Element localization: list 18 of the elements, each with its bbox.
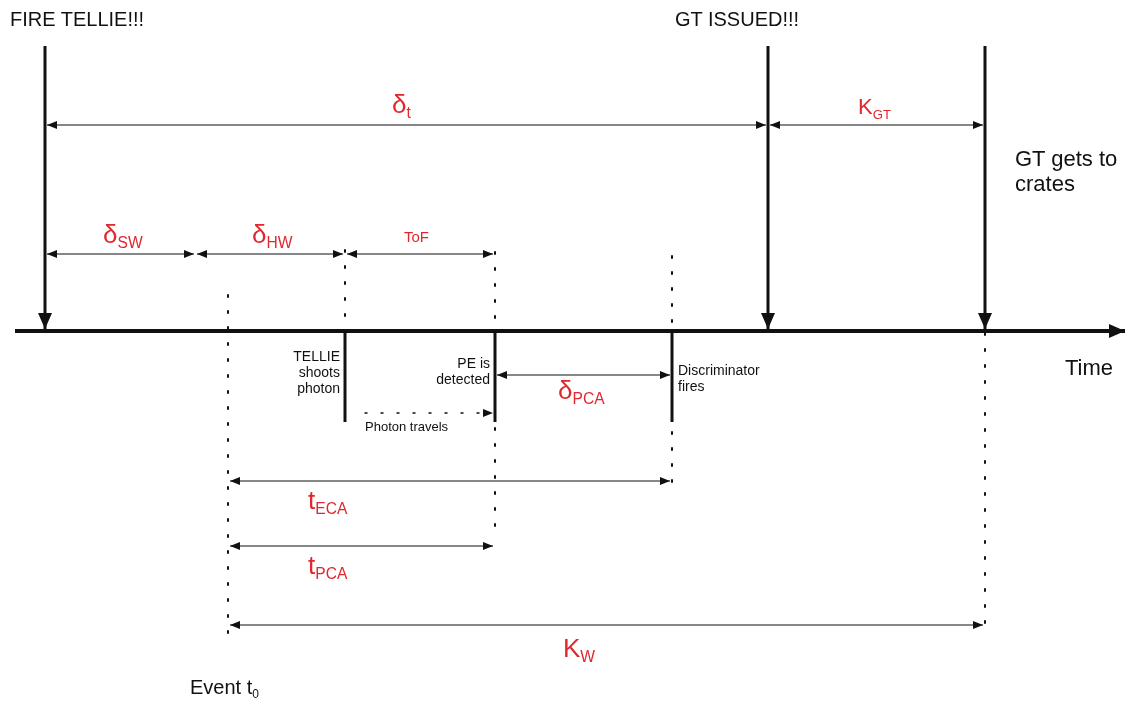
note-text: Photon travels [365,420,449,435]
interval-label: K$_{W}$ [563,634,596,667]
interval-label: K$_{GT}$ [858,94,891,122]
interval-label: t$_{ECA}$ [308,486,348,519]
interval-label: δ$_{SW}$ [103,220,143,253]
axis-label: Time [1065,355,1114,381]
event-label: PE is detected [435,355,490,388]
interval-label: δ$_{HW}$ [252,220,293,253]
interval-label: t$_{PCA}$ [308,551,348,584]
event-label: Discriminator fires [678,362,761,395]
interval-label: δ$_{t}$ [392,90,411,123]
event-label: FIRE TELLIE!!! [10,8,145,31]
event-label: TELLIE shoots photon [292,348,340,397]
event-label: GT gets to crates [1015,146,1119,197]
event-label: GT ISSUED!!! [675,8,800,31]
event-label: Event t$_{0}$ [190,676,259,702]
interval-label: δ$_{PCA}$ [558,376,605,409]
interval-label: ToF [404,228,429,246]
